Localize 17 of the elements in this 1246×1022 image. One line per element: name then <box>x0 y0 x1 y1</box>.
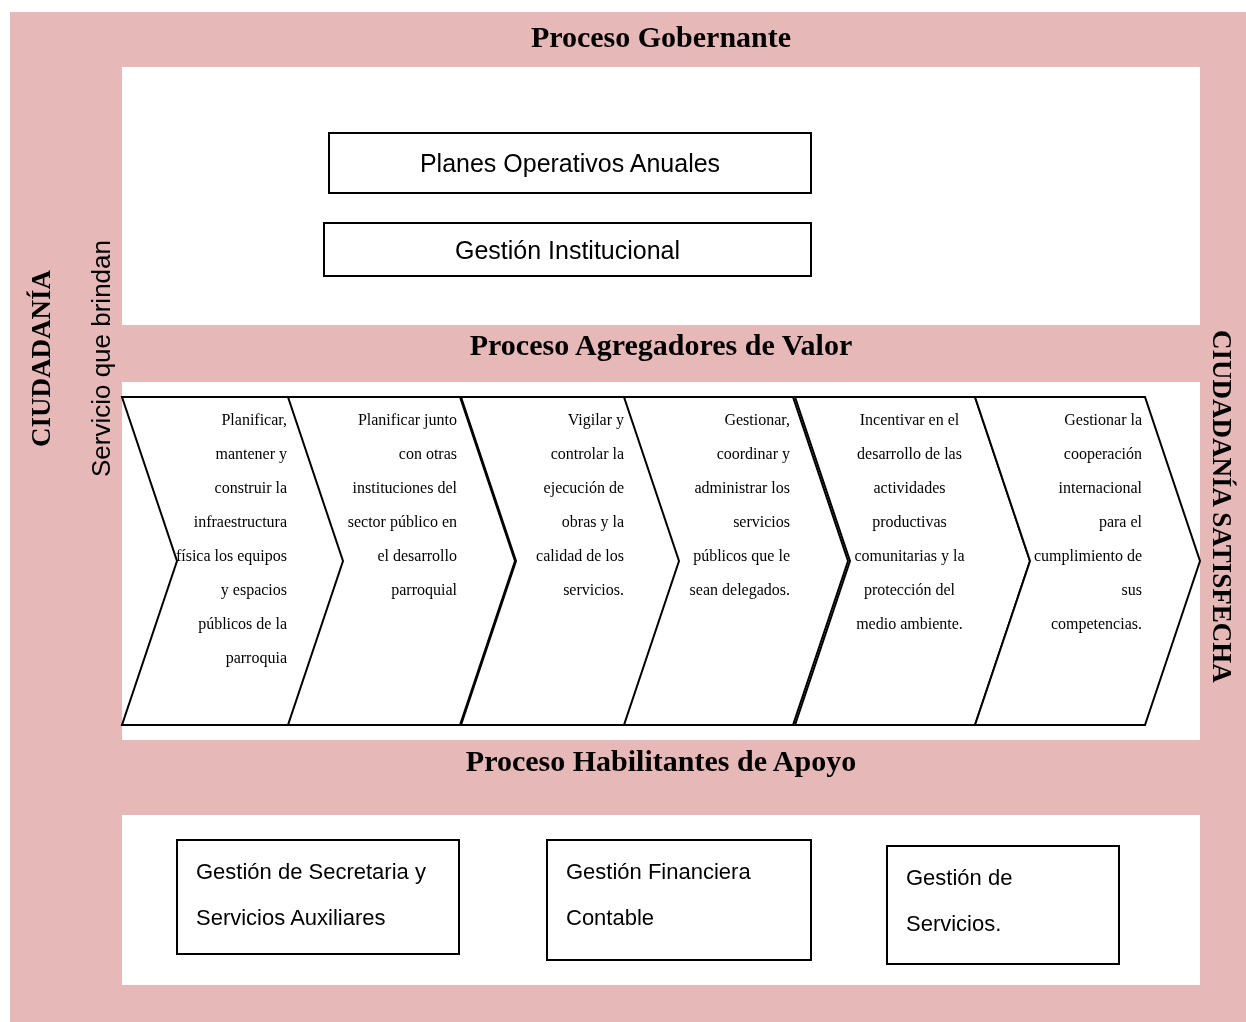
section-heading: Proceso Gobernante <box>529 19 793 55</box>
chevron-text: Gestionar, coordinar y administrar los servicios públicos que le sean delegados. <box>688 410 790 601</box>
side-label: CIUDADANÍA <box>26 270 57 447</box>
process-box: Gestión de Secretaria y Servicios Auxiliares <box>176 839 460 955</box>
process-box: Gestión Financiera Contable <box>546 839 812 961</box>
section-heading: Proceso Agregadores de Valor <box>468 327 854 363</box>
process-box: Gestión de Servicios. <box>886 845 1120 965</box>
side-label: Servicio que brindan <box>86 240 117 478</box>
chevron-text: Planificar junto con otras instituciones del sector público en el desarrollo parroquial <box>346 410 457 601</box>
side-label: CIUDADANÍA SATISFECHA <box>1206 330 1237 683</box>
chevron-text: Incentivar en el desarrollo de las actividades productivas comunitarias y la protección del medio ambiente. <box>853 410 966 634</box>
process-box: Gestión Institucional <box>323 222 812 277</box>
chevron-text: Gestionar la cooperación internacional para el cumplimiento de sus competencias. <box>1033 410 1142 635</box>
section-heading: Proceso Habilitantes de Apoyo <box>464 743 858 779</box>
chevron-text: Planificar, mantener y construir la infraestructura física los equipos y espacios públicos de la parroquia <box>174 410 287 669</box>
process-box: Planes Operativos Anuales <box>328 132 812 194</box>
chevron-text: Vigilar y controlar la ejecución de obras y la calidad de los servicios. <box>535 410 624 600</box>
